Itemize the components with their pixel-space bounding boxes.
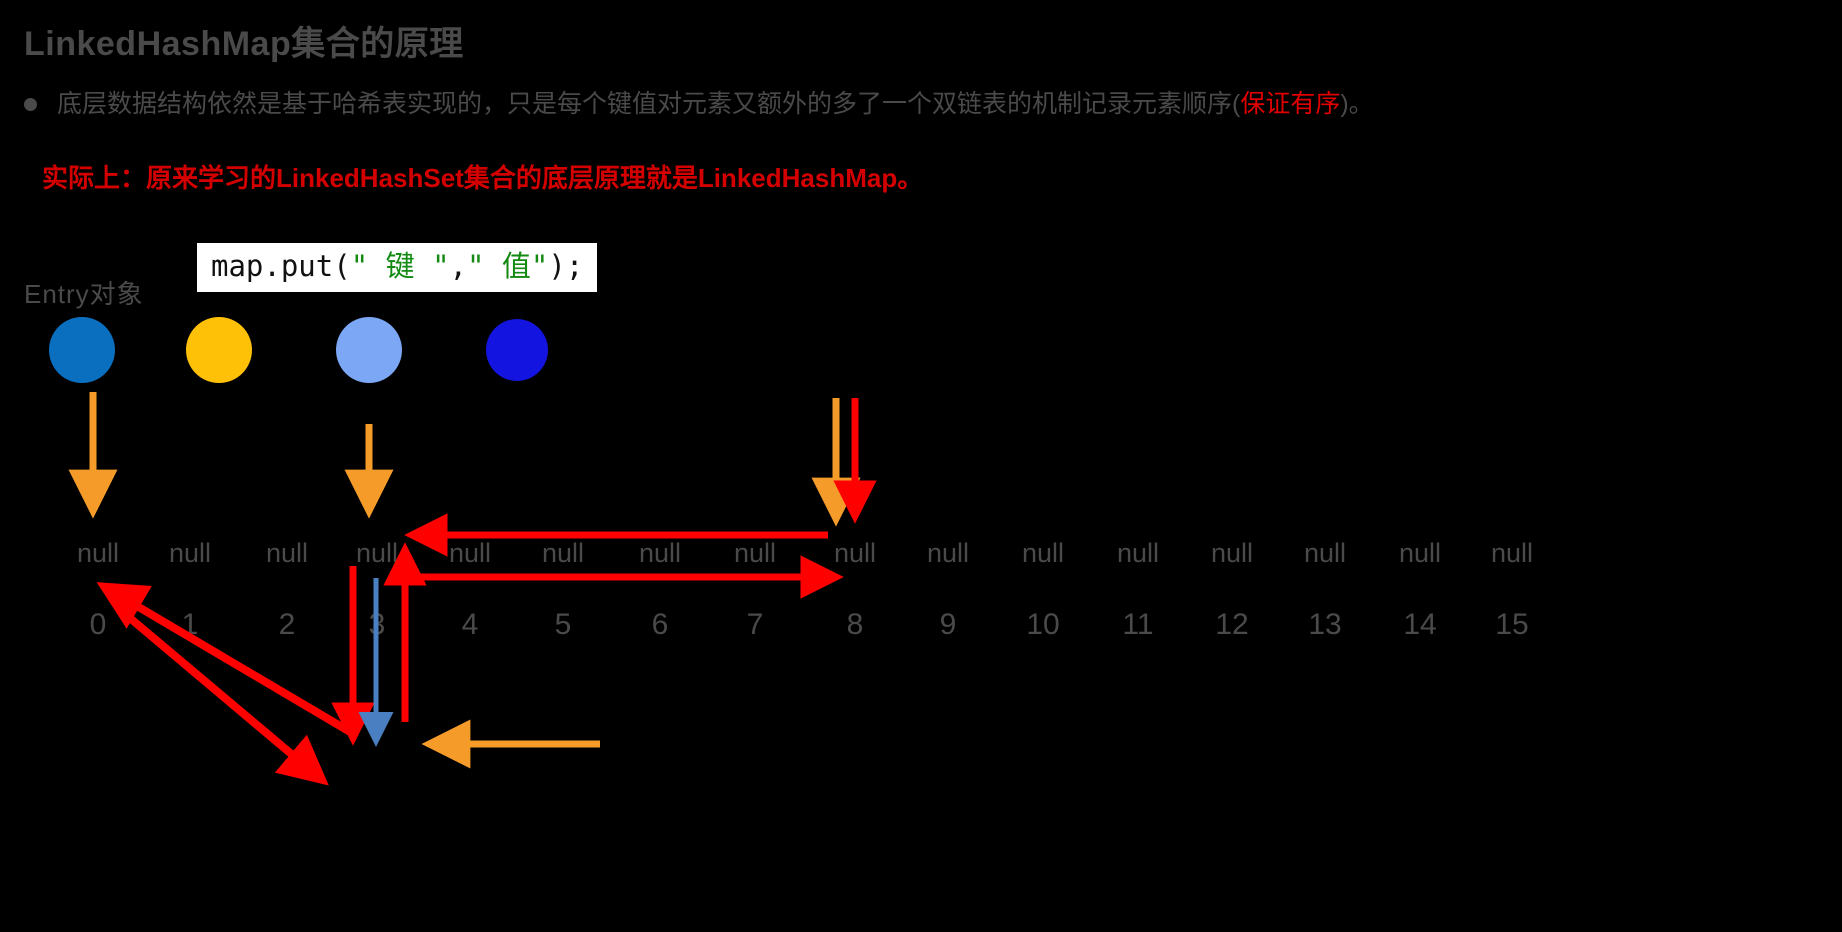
hash-bucket-index: 14 xyxy=(1403,608,1437,641)
hash-bucket-index: 6 xyxy=(651,608,669,641)
hash-bucket-index: 7 xyxy=(746,608,764,641)
emphasis-line: 实际上：原来学习的LinkedHashSet集合的底层原理就是LinkedHas… xyxy=(42,163,924,193)
page-title: LinkedHashMap集合的原理 xyxy=(24,25,464,63)
bullet-text-highlight: 保证有序 xyxy=(1240,90,1341,118)
hash-bucket-cell: null xyxy=(1116,538,1160,568)
hash-bucket-cell: null xyxy=(448,538,492,568)
code-key-literal: " 键 " xyxy=(350,249,450,283)
hash-bucket-cell: null xyxy=(168,538,212,568)
hash-bucket-index: 13 xyxy=(1308,608,1342,641)
entry-circle-2 xyxy=(186,317,252,383)
hash-bucket-cell: null xyxy=(833,538,877,568)
bullet-marker-icon xyxy=(24,98,37,111)
code-comma: , xyxy=(449,249,467,283)
hash-bucket-cell: null xyxy=(638,538,682,568)
hash-bucket-cell: null xyxy=(733,538,777,568)
hash-bucket-index: 11 xyxy=(1122,608,1154,641)
hash-bucket-index: 9 xyxy=(939,608,957,641)
hash-bucket-index: 15 xyxy=(1495,608,1529,641)
hash-bucket-index: 2 xyxy=(278,608,296,641)
hash-bucket-cell: null xyxy=(1303,538,1347,568)
hash-bucket-cell: null xyxy=(1398,538,1442,568)
hash-bucket-cell: null xyxy=(1021,538,1065,568)
code-snippet-box: map.put(" 键 "," 值"); xyxy=(197,243,598,293)
code-suffix: ); xyxy=(548,249,584,283)
hash-bucket-index: 12 xyxy=(1215,608,1249,641)
bullet-item: 底层数据结构依然是基于哈希表实现的，只是每个键值对元素又额外的多了一个双链表的机… xyxy=(24,92,1374,117)
hash-bucket-cell: null xyxy=(1490,538,1534,568)
hash-bucket-index: 4 xyxy=(461,608,479,641)
entry-circle-3 xyxy=(336,317,402,383)
entry-circle-4 xyxy=(486,319,548,381)
hash-bucket-cell: null xyxy=(926,538,970,568)
bullet-text-after: )。 xyxy=(1340,90,1374,118)
bullet-text: 底层数据结构依然是基于哈希表实现的，只是每个键值对元素又额外的多了一个双链表的机… xyxy=(57,92,1374,117)
hash-bucket-index: 3 xyxy=(368,608,386,641)
entry-circle-1 xyxy=(49,317,115,383)
code-value-literal: " 值" xyxy=(467,249,549,283)
hash-bucket-index: 5 xyxy=(554,608,572,641)
code-prefix: map.put( xyxy=(211,249,351,283)
entry-object-label: Entry对象 xyxy=(24,279,144,309)
hash-bucket-cell: null xyxy=(541,538,585,568)
hash-bucket-index: 0 xyxy=(89,608,107,641)
hash-bucket-index: 10 xyxy=(1026,608,1060,641)
hash-bucket-index: 8 xyxy=(846,608,864,641)
hash-bucket-cell: null xyxy=(265,538,309,568)
hash-bucket-cell: null xyxy=(355,538,399,568)
hash-bucket-cell: null xyxy=(1210,538,1254,568)
bullet-text-before: 底层数据结构依然是基于哈希表实现的，只是每个键值对元素又额外的多了一个双链表的机… xyxy=(57,90,1241,118)
hash-bucket-cell: null xyxy=(76,538,120,568)
hash-bucket-index: 1 xyxy=(181,608,199,641)
